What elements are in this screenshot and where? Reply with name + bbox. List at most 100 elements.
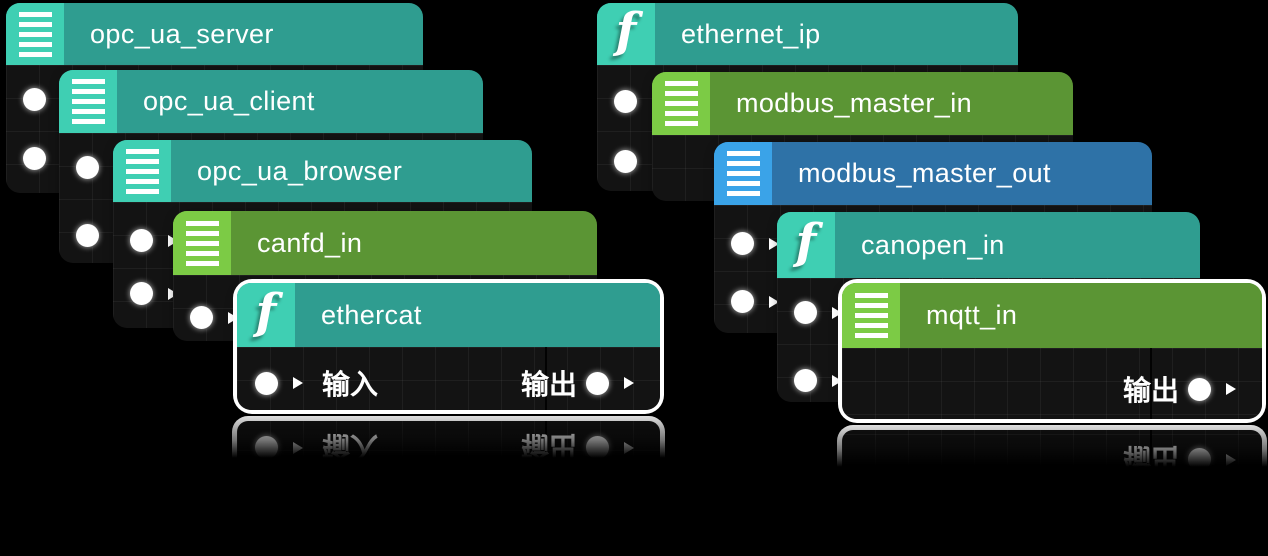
node-title: ethernet_ip xyxy=(681,18,821,49)
node-title: modbus_master_out xyxy=(798,158,1051,188)
list-icon xyxy=(652,72,710,135)
node-box-green: mqtt_in 输出 xyxy=(842,283,1262,419)
reflection-inner: 输出 xyxy=(837,425,1267,469)
grid-major-line xyxy=(545,421,547,460)
port-arrow-icon xyxy=(1226,454,1246,466)
input-port-label: 输入 xyxy=(322,368,379,401)
port-circle xyxy=(130,229,153,252)
output-port-label: 输出 xyxy=(520,368,577,401)
port-row: 输入 输出 xyxy=(237,352,660,414)
port-circle xyxy=(190,306,213,329)
list-glyph xyxy=(664,81,698,126)
port-circle xyxy=(255,436,278,460)
port-circle xyxy=(794,301,817,324)
grid-major-line xyxy=(1150,430,1152,469)
node-header[interactable]: mqtt_in xyxy=(842,283,1262,348)
port-circle xyxy=(1188,448,1211,469)
port-arrow-icon xyxy=(769,237,789,250)
node-title: opc_ua_server xyxy=(90,18,274,49)
port-arrow-icon xyxy=(832,306,852,319)
list-icon xyxy=(6,3,64,65)
reflection-inner: 输入 输出 xyxy=(232,416,665,460)
list-icon xyxy=(59,70,117,133)
node-body: 输出 xyxy=(837,425,1267,469)
node-header[interactable]: f ethercat xyxy=(237,283,660,347)
node-body: 输入 输出 xyxy=(232,416,665,460)
reflection-fade xyxy=(232,416,665,460)
reflection-fade xyxy=(837,425,1267,469)
port-arrow-icon xyxy=(832,374,852,387)
function-glyph: f xyxy=(615,3,637,59)
port-circle xyxy=(614,150,637,173)
output-port[interactable]: 输出 xyxy=(521,363,644,403)
node-header[interactable]: opc_ua_browser xyxy=(113,140,532,202)
node-body: 输出 xyxy=(842,348,1262,419)
grid-major-line xyxy=(1150,348,1152,419)
node-title: canfd_in xyxy=(257,227,363,258)
port-circle xyxy=(23,88,46,111)
port-circle xyxy=(1188,377,1211,401)
port-circle xyxy=(586,436,609,460)
function-icon: f xyxy=(597,3,655,65)
port-circle xyxy=(586,371,609,395)
port-circle xyxy=(731,290,754,313)
node-header[interactable]: opc_ua_server xyxy=(6,3,423,65)
input-port[interactable] xyxy=(731,232,789,255)
port-circle xyxy=(255,371,278,395)
output-port[interactable]: 输出 xyxy=(1123,440,1246,469)
input-port-label: 输入 xyxy=(322,430,379,460)
node-body: 输入 输出 xyxy=(237,347,660,410)
port-arrow-icon xyxy=(1226,383,1246,395)
port-row: 输出 xyxy=(842,358,1262,420)
output-port-label: 输出 xyxy=(1122,374,1179,407)
input-port[interactable] xyxy=(731,290,789,313)
input-port[interactable]: 输入 xyxy=(255,428,378,460)
list-glyph xyxy=(125,148,159,194)
input-port[interactable] xyxy=(794,301,852,324)
list-glyph xyxy=(71,79,105,124)
node-title: mqtt_in xyxy=(926,300,1018,330)
node-header[interactable]: f canopen_in xyxy=(777,212,1200,278)
port-circle xyxy=(76,156,99,179)
list-icon xyxy=(714,142,772,205)
port-circle xyxy=(614,90,637,113)
input-port[interactable] xyxy=(190,306,248,329)
node-title: opc_ua_browser xyxy=(197,155,403,186)
input-port[interactable]: 输入 xyxy=(255,363,378,403)
node-header[interactable]: opc_ua_client xyxy=(59,70,483,133)
port-arrow-icon xyxy=(293,442,313,454)
function-icon: f xyxy=(237,283,295,347)
port-arrow-icon xyxy=(624,442,644,454)
function-icon: f xyxy=(777,212,835,278)
port-arrow-icon xyxy=(293,377,313,389)
node-header[interactable]: canfd_in xyxy=(173,211,597,275)
list-glyph xyxy=(854,293,888,338)
port-circle xyxy=(731,232,754,255)
output-port-label: 输出 xyxy=(520,430,577,460)
port-row: 输入 输出 xyxy=(237,417,660,460)
function-glyph: f xyxy=(795,214,817,270)
node-header[interactable]: f ethernet_ip xyxy=(597,3,1018,65)
node-reflection: 输入 输出 xyxy=(232,416,665,460)
port-circle xyxy=(130,282,153,305)
port-circle xyxy=(794,369,817,392)
list-icon xyxy=(113,140,171,202)
port-arrow-icon xyxy=(769,295,789,308)
output-port[interactable]: 输出 xyxy=(521,428,644,460)
node-reflection: 输出 xyxy=(837,425,1267,469)
node-title: ethercat xyxy=(321,299,422,330)
function-glyph: f xyxy=(255,284,277,340)
port-row: 输出 xyxy=(842,429,1262,469)
input-port[interactable] xyxy=(794,369,852,392)
node-title: opc_ua_client xyxy=(143,86,315,116)
output-port[interactable]: 输出 xyxy=(1123,369,1246,409)
node-title: canopen_in xyxy=(861,229,1005,260)
node-title: modbus_master_in xyxy=(736,88,973,118)
node-header[interactable]: modbus_master_in xyxy=(652,72,1073,135)
port-arrow-icon xyxy=(228,311,248,324)
node-header[interactable]: modbus_master_out xyxy=(714,142,1152,205)
list-icon xyxy=(173,211,231,275)
